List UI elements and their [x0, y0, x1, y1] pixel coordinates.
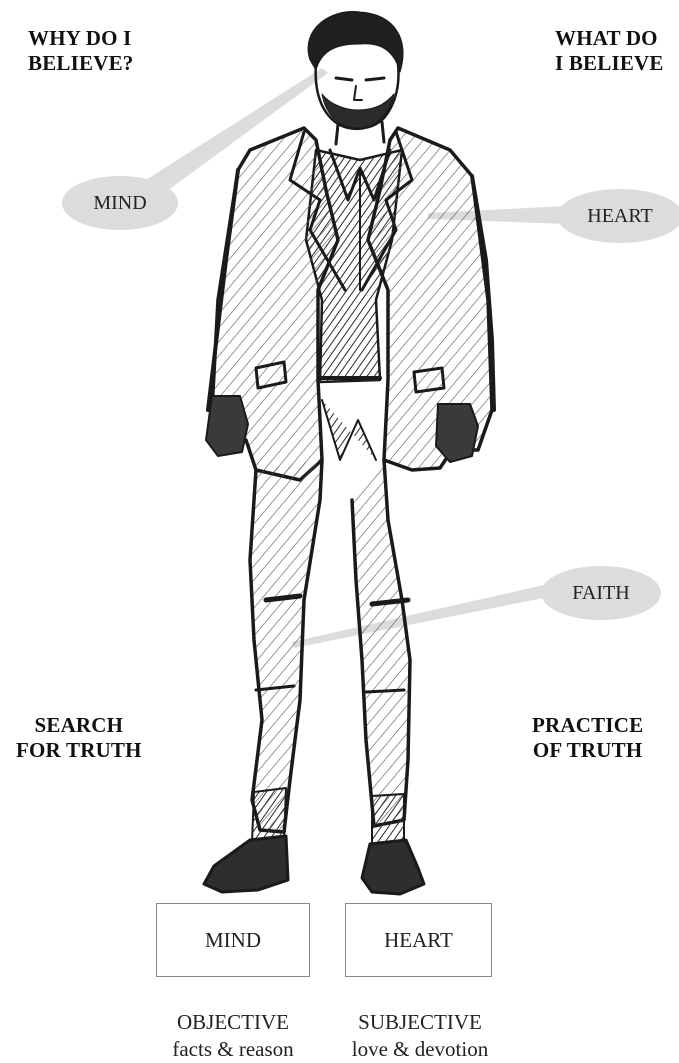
- caption-subtitle: facts & reason: [153, 1036, 313, 1063]
- heading-line: OF TRUTH: [532, 738, 643, 763]
- left-leg: [250, 460, 322, 832]
- mind-box: MIND: [156, 903, 310, 977]
- faith-pointer: [292, 584, 553, 648]
- caption-title: OBJECTIVE: [153, 1009, 313, 1036]
- objective-caption: OBJECTIVE facts & reason: [153, 1009, 313, 1063]
- caption-title: SUBJECTIVE: [340, 1009, 500, 1036]
- right-hand: [436, 404, 478, 462]
- heading-line: SEARCH: [16, 713, 142, 738]
- heart-bubble: HEART: [557, 189, 679, 243]
- heart-box: HEART: [345, 903, 492, 977]
- why-do-i-believe-heading: WHY DO I BELIEVE?: [28, 26, 133, 76]
- right-shoe: [362, 840, 424, 894]
- heading-line: WHAT DO: [555, 26, 664, 51]
- what-do-i-believe-heading: WHAT DO I BELIEVE: [555, 26, 664, 76]
- practice-of-truth-heading: PRACTICE OF TRUTH: [532, 713, 643, 763]
- left-hand: [206, 396, 248, 456]
- search-for-truth-heading: SEARCH FOR TRUTH: [16, 713, 142, 763]
- heading-line: WHY DO I: [28, 26, 133, 51]
- heading-line: FOR TRUTH: [16, 738, 142, 763]
- subjective-caption: SUBJECTIVE love & devotion: [340, 1009, 500, 1063]
- caption-subtitle: love & devotion: [340, 1036, 500, 1063]
- hair: [308, 12, 403, 72]
- faith-bubble: FAITH: [541, 566, 661, 620]
- heading-line: I BELIEVE: [555, 51, 664, 76]
- mind-bubble: MIND: [62, 176, 178, 230]
- left-shoe: [204, 836, 288, 892]
- heading-line: PRACTICE: [532, 713, 643, 738]
- heading-line: BELIEVE?: [28, 51, 133, 76]
- right-leg: [352, 460, 410, 826]
